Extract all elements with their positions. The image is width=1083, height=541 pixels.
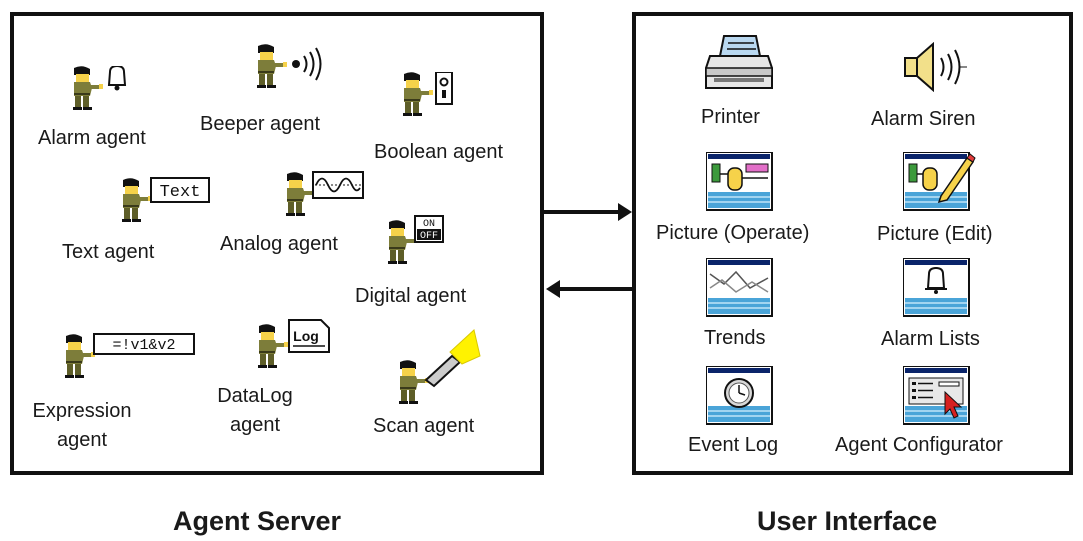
agent-label: Boolean agent [374, 141, 504, 163]
alarm-list-icon [903, 258, 973, 318]
agent-configurator-icon [903, 366, 973, 426]
speaker-icon [903, 42, 969, 92]
agent-label: Digital agent [355, 285, 467, 307]
component-label: Alarm Lists [881, 328, 980, 350]
agent-label: Expression agent [32, 400, 132, 451]
text-sign-icon: Text [117, 174, 213, 224]
user-interface-box [632, 12, 1073, 475]
boolean-switch-icon [398, 72, 458, 124]
flashlight-icon [394, 322, 486, 406]
user-interface-title: User Interface [757, 506, 938, 536]
picture-edit-icon [903, 152, 977, 212]
component-label: Event Log [688, 434, 779, 456]
datalog-icon: Log [253, 318, 335, 370]
event-log-icon [706, 366, 776, 426]
svg-text:Log: Log [293, 328, 319, 344]
svg-text:=!v1&v2: =!v1&v2 [112, 337, 175, 354]
alarm-bell-icon [68, 66, 138, 114]
agent-label: Text agent [62, 241, 155, 263]
printer-icon [704, 34, 774, 96]
agent-label: Alarm agent [38, 127, 146, 149]
component-label: Picture (Edit) [877, 223, 993, 245]
component-label: Printer [701, 106, 760, 128]
on-off-icon: ON OFF [383, 214, 447, 266]
agent-server-title: Agent Server [173, 506, 342, 536]
arrow-left-icon [546, 280, 634, 298]
svg-text:ON: ON [423, 219, 435, 230]
beeper-icon [252, 44, 328, 92]
component-label: Alarm Siren [871, 108, 976, 130]
arrow-to-user-interface [544, 200, 634, 224]
agent-label: Analog agent [220, 233, 338, 255]
trends-icon [706, 258, 776, 318]
agent-label: Scan agent [373, 415, 475, 437]
agent-label: DataLog agent [217, 385, 293, 436]
arrow-right-icon [544, 203, 632, 221]
component-label: Agent Configurator [835, 434, 1003, 456]
component-label: Picture (Operate) [656, 222, 810, 244]
arrow-to-agent-server [544, 277, 634, 301]
component-label: Trends [704, 327, 766, 349]
svg-text:OFF: OFF [420, 231, 438, 242]
picture-operate-icon [706, 152, 776, 212]
agent-label: Beeper agent [200, 113, 321, 135]
sine-wave-icon [281, 166, 367, 218]
agent-server-box [10, 12, 544, 475]
text-sign-label: Text [160, 183, 201, 202]
expression-icon: =!v1&v2 [60, 328, 200, 380]
